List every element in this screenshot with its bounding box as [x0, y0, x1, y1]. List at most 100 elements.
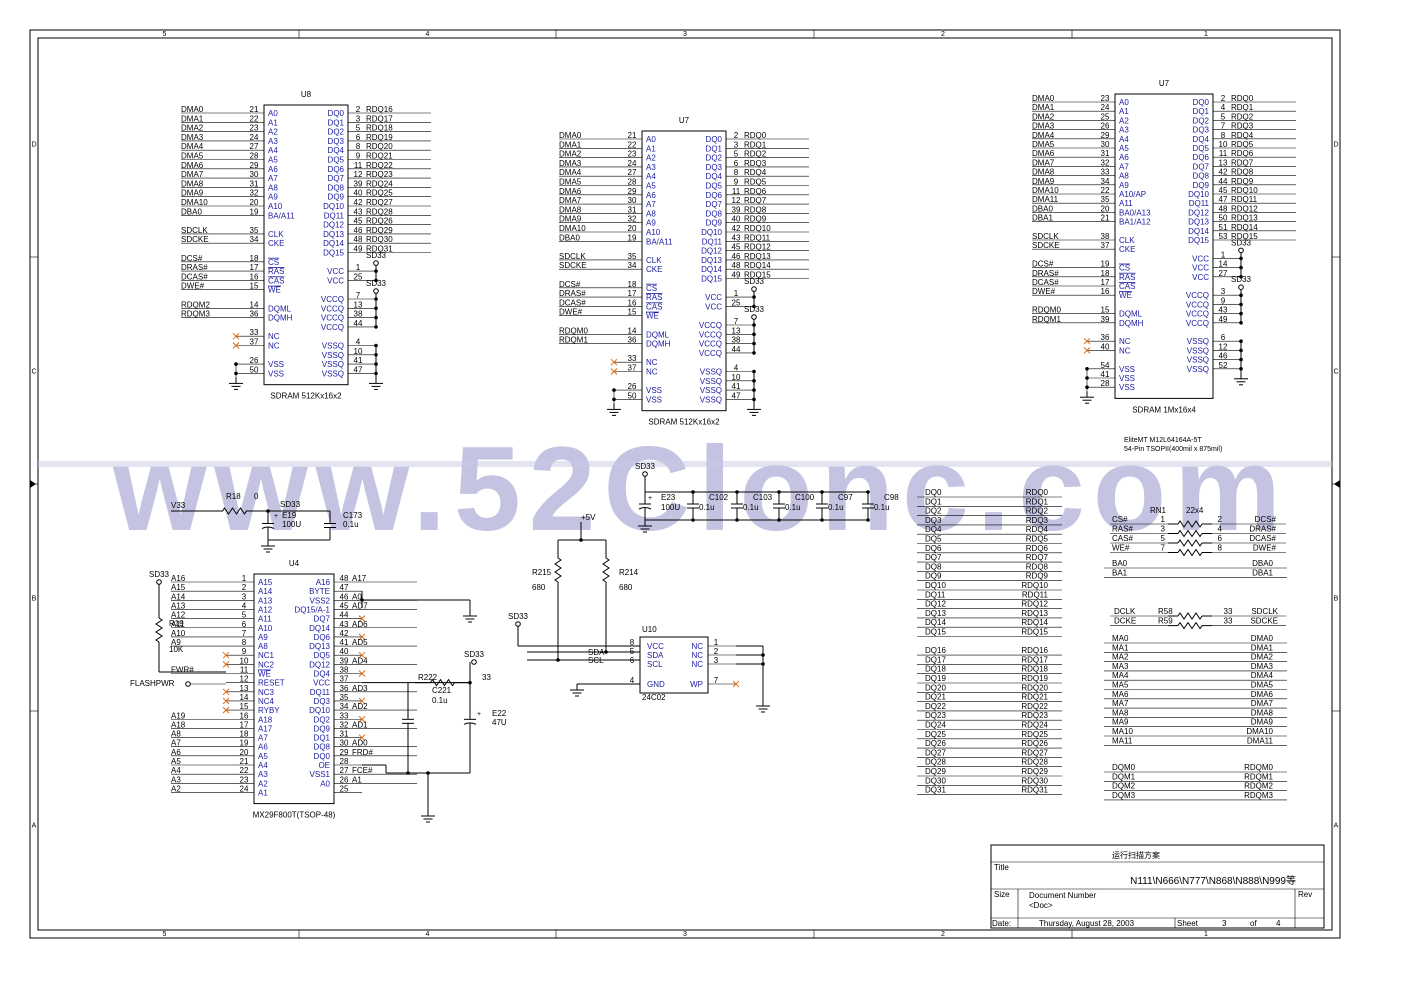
ic-pin-number: 11 — [354, 161, 363, 170]
net-label: DMA3 — [181, 133, 204, 142]
dq-net-label: DQ28 — [925, 758, 946, 767]
ic-pin-name: VCCQ — [1186, 291, 1209, 300]
frame-row-label: D — [31, 142, 36, 149]
net-label: RDQM1 — [559, 336, 588, 345]
ic-pin-name: WE — [268, 286, 281, 295]
ic-pin-number: 23 — [1101, 94, 1110, 103]
ic-pin-name: CAS — [268, 276, 284, 285]
ic-pin-number: 37 — [250, 338, 259, 347]
net-label: DMA0 — [1032, 94, 1055, 103]
net-label: RDQ0 — [1231, 94, 1254, 103]
ic-pin-name: A4 — [1119, 135, 1129, 144]
junction-dot — [761, 653, 765, 657]
rdq-net-label: RDQ24 — [1021, 721, 1048, 730]
ic-pin-number: 28 — [1101, 379, 1110, 388]
ic-pin-number: 34 — [250, 235, 259, 244]
ba-net-label: BA0 — [1112, 559, 1128, 568]
ic-pin-name: DQ4 — [1193, 135, 1210, 144]
ic-pin-name: A17 — [258, 724, 273, 733]
net-label: DMA9 — [1032, 177, 1055, 186]
ic-pin-name: A16 — [316, 578, 331, 587]
ic-pin-number: 41 — [354, 356, 363, 365]
net-label: A11 — [171, 620, 185, 629]
ic-pin-number: 34 — [1101, 177, 1110, 186]
ic-pin-number: 29 — [1101, 131, 1110, 140]
dq-net-label: DQ16 — [925, 646, 946, 655]
ic-pin-name: DQ9 — [314, 724, 331, 733]
ic-ref: U8 — [301, 90, 312, 99]
ic-pin-number: 49 — [1219, 315, 1228, 324]
ic-note: EliteMT M12L64164A-5T — [1124, 437, 1202, 444]
dma-net-label: DMA5 — [1251, 681, 1274, 690]
dq-net-label: DQ5 — [925, 535, 942, 544]
rn-pin-number: 2 — [1218, 515, 1223, 524]
ic-pin-name: A1 — [1119, 107, 1129, 116]
ic-caption: SDRAM 1Mx16x4 — [1132, 405, 1196, 414]
ic-pin-number: 21 — [250, 105, 259, 114]
cap-label: C98 — [884, 493, 899, 502]
ic-pin-name: VSS — [268, 369, 284, 378]
no-connect-mark — [1083, 347, 1091, 354]
ic-pin-number: 49 — [732, 271, 741, 280]
ic-pin-name: VSS — [268, 360, 284, 369]
net-label: DBA1 — [1032, 214, 1053, 223]
dq-net-label: DQ3 — [925, 516, 942, 525]
watermark-text: www.52Clonc.com — [112, 422, 1289, 556]
ma-net-label: MA6 — [1112, 690, 1129, 699]
ic-pin-name: DQ10 — [1188, 190, 1209, 199]
frame-col-label: 3 — [683, 31, 687, 38]
dq-net-label: DQ21 — [925, 693, 946, 702]
ic-pin-name: DQ8 — [314, 743, 331, 752]
ic-pin-number: 14 — [628, 326, 637, 335]
ic-pin-name: A3 — [258, 770, 268, 779]
ic-pin-number: 37 — [628, 364, 637, 373]
ic-pin-number: 9 — [356, 152, 361, 161]
no-connect-mark — [222, 706, 230, 714]
ic-pin-name: NC2 — [258, 660, 275, 669]
ic-pin-number: 20 — [628, 224, 637, 233]
clk-res-label: R59 — [1158, 617, 1173, 626]
ic-pin-number: 53 — [1219, 232, 1228, 241]
clk-res-value: 33 — [1224, 607, 1233, 616]
ic-pin-number: 7 — [242, 629, 247, 638]
net-label: DMA9 — [181, 189, 204, 198]
no-connect-mark — [358, 651, 366, 659]
e22-value: 47U — [492, 718, 507, 727]
no-connect-mark — [222, 688, 230, 696]
ic-caption: 24C02 — [642, 693, 666, 702]
rdq-net-label: RDQ30 — [1021, 776, 1048, 785]
net-label: RDQ13 — [744, 252, 771, 261]
ic-pin-name: A14 — [258, 587, 273, 596]
ic-pin-number: 48 — [1219, 204, 1228, 213]
ic-pin-name: A8 — [646, 209, 656, 218]
sd33-label: SD33 — [464, 650, 485, 659]
ic-pin-name: VCC — [1192, 273, 1209, 282]
ic-pin-number: 22 — [240, 766, 249, 775]
ic-pin-name: A9 — [258, 633, 268, 642]
ic-pin-number: 14 — [1219, 260, 1228, 269]
ic-pin-number: 26 — [628, 382, 637, 391]
ic-pin-name: CLK — [646, 256, 662, 265]
net-label: WE# — [1112, 544, 1130, 553]
ic-pin-name: VCC — [705, 293, 722, 302]
ic-pin-number: 29 — [250, 161, 259, 170]
sd33-label: SD33 — [508, 612, 529, 621]
net-label: DCS# — [1255, 515, 1277, 524]
net-label: DMA8 — [559, 205, 582, 214]
junction-dot — [1239, 367, 1243, 371]
ic-pin-number: 6 — [356, 133, 361, 142]
frame-row-label: C — [1333, 369, 1338, 376]
ic-ref: U4 — [289, 559, 300, 568]
ic-pin-name: VCCQ — [321, 295, 344, 304]
ic-pin-name: DQ11 — [702, 237, 723, 246]
junction-dot — [752, 351, 756, 355]
ic-body — [639, 636, 709, 694]
rdq-net-label: RDQ5 — [1026, 535, 1049, 544]
net-label: AD0 — [352, 739, 368, 748]
junction-dot — [406, 771, 410, 775]
ic-pin-name: VSSQ — [700, 395, 722, 404]
net-label: SDCLK — [1251, 607, 1278, 616]
sda-label: SDA — [588, 648, 605, 657]
net-label: A8 — [171, 730, 181, 739]
sheet-label: Sheet — [1177, 919, 1199, 928]
